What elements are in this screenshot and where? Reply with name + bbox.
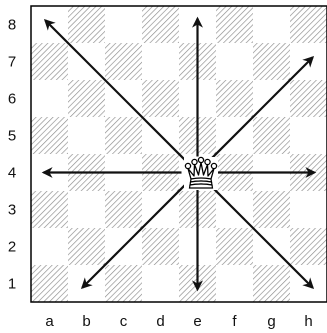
file-label-g: g <box>267 313 275 330</box>
square-f2 <box>216 228 253 265</box>
file-label-a: a <box>45 313 54 330</box>
board-border <box>30 5 327 303</box>
square-d1 <box>142 265 179 302</box>
square-h3 <box>290 191 327 228</box>
arrow-north-west <box>43 18 187 162</box>
rank-label-8: 8 <box>8 17 16 34</box>
rank-label-2: 2 <box>8 239 16 256</box>
square-g5 <box>253 117 290 154</box>
square-d6 <box>142 80 179 117</box>
arrow-south-east <box>208 183 315 290</box>
square-f8 <box>216 6 253 43</box>
square-c1 <box>105 265 142 302</box>
file-label-d: d <box>156 313 164 330</box>
square-c5 <box>105 117 142 154</box>
square-a1 <box>31 265 68 302</box>
square-g8 <box>253 6 290 43</box>
square-a5 <box>31 117 68 154</box>
rank-label-6: 6 <box>8 91 16 108</box>
arrow-north-east <box>208 55 315 162</box>
square-h5 <box>290 117 327 154</box>
square-c8 <box>105 6 142 43</box>
square-d7 <box>142 43 179 80</box>
square-a7 <box>31 43 68 80</box>
square-a2 <box>31 228 68 265</box>
square-f7 <box>216 43 253 80</box>
file-label-c: c <box>120 313 128 330</box>
square-d2 <box>142 228 179 265</box>
rank-label-4: 4 <box>8 165 16 182</box>
rank-label-7: 7 <box>8 54 16 71</box>
rank-label-5: 5 <box>8 128 16 145</box>
square-c7 <box>105 43 142 80</box>
file-labels: a b c d e f g h <box>45 313 312 330</box>
square-a3 <box>31 191 68 228</box>
file-label-e: e <box>193 313 201 330</box>
square-b5 <box>68 117 105 154</box>
queen-move-arrows <box>41 16 317 292</box>
square-c3 <box>105 191 142 228</box>
square-a6 <box>31 80 68 117</box>
square-g1 <box>253 265 290 302</box>
arrow-south-west <box>80 183 187 290</box>
square-h8 <box>290 6 327 43</box>
square-b3 <box>68 191 105 228</box>
queen-icon <box>184 156 218 190</box>
file-label-b: b <box>82 313 90 330</box>
file-label-h: h <box>304 313 312 330</box>
square-d8 <box>142 6 179 43</box>
square-h6 <box>290 80 327 117</box>
rank-label-1: 1 <box>8 276 16 293</box>
rank-label-3: 3 <box>8 202 16 219</box>
square-f1 <box>216 265 253 302</box>
square-h2 <box>290 228 327 265</box>
rank-labels: 8 7 6 5 4 3 2 1 <box>8 17 16 293</box>
square-b6 <box>68 80 105 117</box>
file-label-f: f <box>232 313 237 330</box>
square-b2 <box>68 228 105 265</box>
square-g7 <box>253 43 290 80</box>
square-f6 <box>216 80 253 117</box>
square-g3 <box>253 191 290 228</box>
square-b8 <box>68 6 105 43</box>
